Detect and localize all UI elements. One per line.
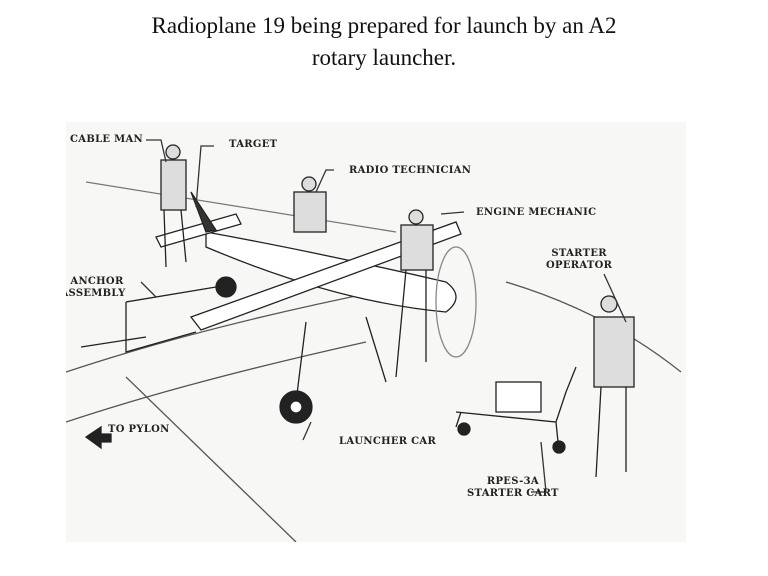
- label-to-pylon: TO PYLON: [108, 424, 170, 435]
- label-radio-technician: RADIO TECHNICIAN: [349, 165, 472, 176]
- label-engine-mechanic: ENGINE MECHANIC: [476, 207, 597, 218]
- title-line-2: rotary launcher.: [311, 45, 457, 70]
- label-starter-cart: RPES-3A STARTER CART: [467, 476, 559, 500]
- label-anchor-line-2: ASSEMBLY: [66, 288, 126, 299]
- label-starter-operator-line-1: STARTER: [551, 248, 607, 259]
- label-anchor-line-1: ANCHOR: [70, 276, 124, 287]
- label-starter-operator-line-2: OPERATOR: [546, 260, 613, 271]
- label-cable-man: CABLE MAN: [70, 134, 143, 145]
- label-starter-operator: STARTER OPERATOR: [546, 248, 612, 272]
- slide-title: Radioplane 19 being prepared for launch …: [0, 10, 768, 74]
- label-target: TARGET: [229, 139, 278, 150]
- label-launcher-car: LAUNCHER CAR: [339, 436, 437, 447]
- title-line-1: Radioplane 19 being prepared for launch …: [151, 13, 617, 38]
- label-anchor-assembly: ANCHOR ASSEMBLY: [66, 276, 128, 300]
- label-starter-cart-line-1: RPES-3A: [486, 476, 539, 487]
- label-starter-cart-line-2: STARTER CART: [467, 488, 559, 499]
- launch-illustration: [66, 122, 686, 542]
